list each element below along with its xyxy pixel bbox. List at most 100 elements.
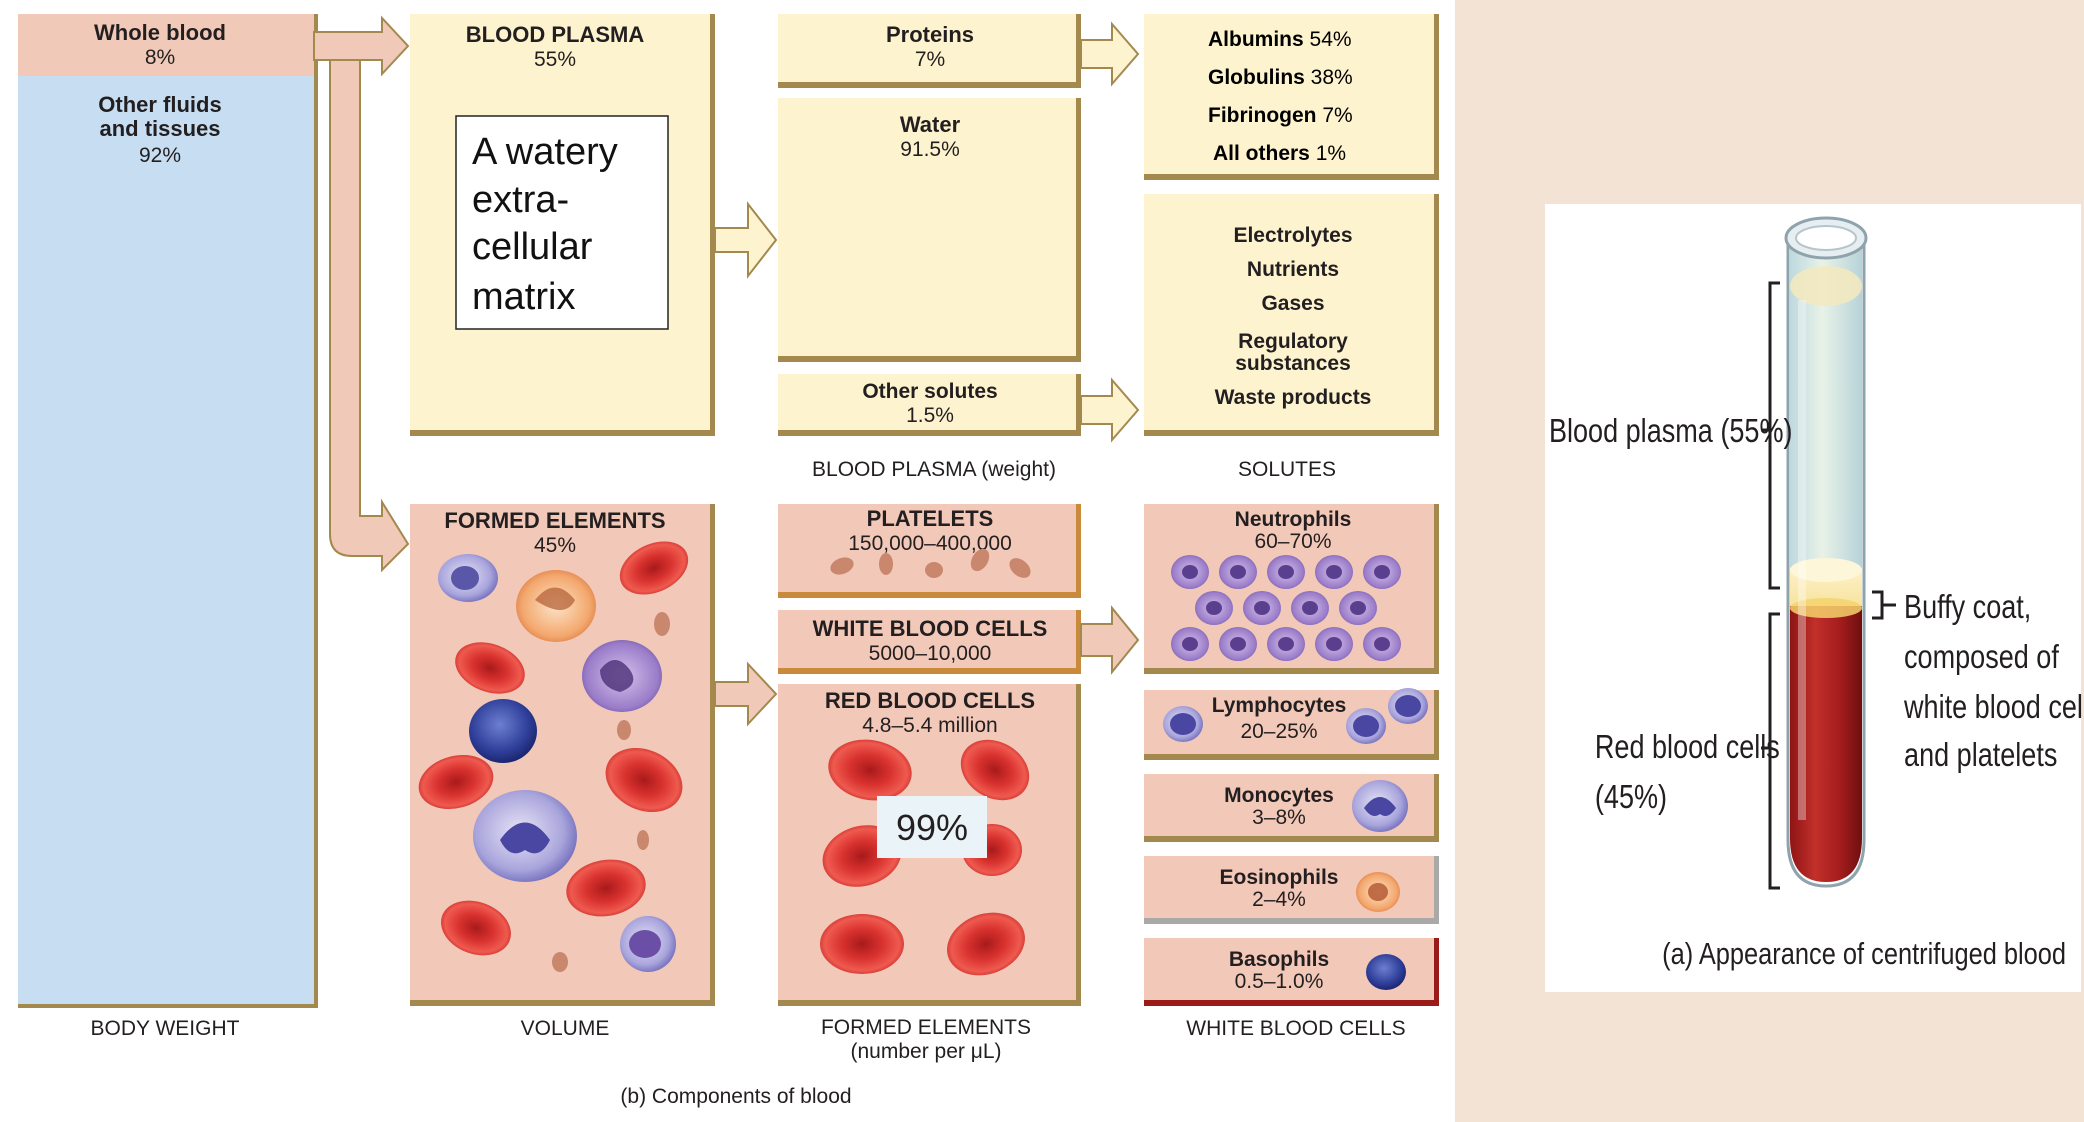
whole-blood-pct: 8% — [145, 46, 175, 69]
buffy-line-2: composed of — [1904, 640, 2059, 676]
formed-arrow — [714, 661, 778, 727]
proteins-arrow — [1080, 21, 1140, 87]
plasma-weight-caption: BLOOD PLASMA (weight) — [812, 458, 1056, 481]
monocytes-range: 3–8% — [1252, 806, 1306, 829]
plasma-pct: 55% — [534, 48, 576, 71]
rbc-share-badge — [877, 796, 987, 858]
protein-fibrinogen: Fibrinogen 7% — [1208, 104, 1353, 127]
solute-gases: Gases — [1261, 292, 1324, 315]
formed-cells-illustration — [418, 541, 689, 972]
blood-plasma-block: BLOOD PLASMA 55% A watery extra- cellula… — [410, 14, 715, 436]
basophils-range: 0.5–1.0% — [1235, 970, 1324, 993]
wbc-arrow — [1080, 605, 1140, 675]
rbc-count: 4.8–5.4 million — [862, 714, 997, 737]
other-fluids-label-2: and tissues — [99, 116, 220, 141]
formed-counts-caption-2: (number per μL) — [851, 1040, 1002, 1063]
wbc-label: WHITE BLOOD CELLS — [813, 616, 1048, 641]
proteins-pct: 7% — [915, 48, 945, 71]
body-weight-column: Whole blood 8% Other fluids and tissues … — [18, 14, 318, 1008]
neutrophil-nucleus — [1254, 601, 1270, 615]
plasma-arrow — [714, 201, 778, 279]
solute-regulatory-1: Regulatory — [1238, 330, 1348, 353]
note-line-4: matrix — [472, 276, 575, 318]
note-line-1: A watery — [472, 131, 618, 173]
neutrophil-cells — [1171, 555, 1401, 661]
formed-counts-caption-1: FORMED ELEMENTS — [821, 1016, 1031, 1039]
neutrophil-nucleus — [1206, 601, 1222, 615]
figure-b-caption: (b) Components of blood — [620, 1085, 851, 1108]
watery-matrix-note — [455, 115, 669, 330]
neutrophil-nucleus — [1278, 637, 1294, 651]
water-pct: 91.5% — [900, 138, 960, 161]
other-solutes-label: Other solutes — [862, 380, 997, 403]
buffy-line-1: Buffy coat, — [1904, 590, 2031, 626]
other-fluids-pct: 92% — [139, 144, 181, 167]
basophil-cell — [1366, 954, 1406, 990]
formed-elements-block: FORMED ELEMENTS 45% — [410, 504, 715, 1006]
neutrophils-label: Neutrophils — [1235, 508, 1352, 531]
neutrophil-nucleus — [1182, 565, 1198, 579]
neutrophil-nucleus — [1230, 637, 1246, 651]
neutrophil-nucleus — [1302, 601, 1318, 615]
whole-blood-label: Whole blood — [94, 20, 226, 45]
other-fluids-block — [18, 76, 314, 1004]
wbc-caption: WHITE BLOOD CELLS — [1186, 1017, 1405, 1040]
plasma-weight-column: Proteins 7% Water 91.5% Other solutes 1.… — [778, 14, 1081, 436]
rbc-label: RED BLOOD CELLS — [825, 688, 1035, 713]
proteins-list-block: Albumins 54% Globulins 38% Fibrinogen 7%… — [1144, 14, 1439, 180]
neutrophil-nucleus — [1326, 565, 1342, 579]
solute-regulatory-2: substances — [1235, 352, 1351, 375]
plasma-title: BLOOD PLASMA — [466, 22, 645, 47]
buffy-line-4: and platelets — [1904, 738, 2057, 774]
tube-brackets — [1761, 281, 1896, 890]
formed-title: FORMED ELEMENTS — [444, 508, 665, 533]
eosinophil-cell — [1356, 872, 1400, 912]
figure-a-caption: (a) Appearance of centrifuged blood — [1662, 937, 2066, 972]
lymphocytes-range: 20–25% — [1240, 720, 1317, 743]
eosinophils-label: Eosinophils — [1219, 866, 1338, 889]
platelet-dots — [830, 548, 1031, 578]
volume-caption: VOLUME — [521, 1017, 610, 1040]
neutrophil-nucleus — [1374, 565, 1390, 579]
solute-waste: Waste products — [1215, 386, 1372, 409]
solutes-arrow — [1080, 377, 1140, 443]
protein-others: All others 1% — [1213, 142, 1346, 165]
water-label: Water — [900, 112, 961, 137]
neutrophils-range: 60–70% — [1254, 530, 1331, 553]
tube-plasma-text: Blood plasma (55%) — [1549, 414, 1793, 450]
platelets-count: 150,000–400,000 — [848, 532, 1012, 555]
tube-labels: Blood plasma (55%) Red blood cells (45%)… — [1549, 414, 2084, 972]
whole-blood-block — [18, 14, 314, 76]
lymphocytes-label: Lymphocytes — [1212, 694, 1347, 717]
note-line-3: cellular — [472, 226, 593, 268]
other-solutes-pct: 1.5% — [906, 404, 954, 427]
neutrophil-nucleus — [1182, 637, 1198, 651]
tube-rbc-label: Red blood cells — [1595, 730, 1780, 766]
whole-blood-arrows — [313, 15, 410, 573]
formed-counts-column: PLATELETS 150,000–400,000 WHITE BLOOD CE… — [778, 504, 1081, 1006]
wbc-count: 5000–10,000 — [869, 642, 992, 665]
neutrophil-nucleus — [1326, 637, 1342, 651]
wbc-types-column: Neutrophils 60–70% Lymphocytes 20–25% Mo… — [1144, 504, 1439, 1006]
proteins-label: Proteins — [886, 22, 974, 47]
solutes-caption: SOLUTES — [1238, 458, 1336, 481]
solute-electrolytes: Electrolytes — [1233, 224, 1352, 247]
lymphocyte-cells — [1163, 688, 1428, 744]
protein-globulins: Globulins 38% — [1208, 66, 1353, 89]
eosinophils-range: 2–4% — [1252, 888, 1306, 911]
neutrophil-nucleus — [1350, 601, 1366, 615]
formed-pct: 45% — [534, 534, 576, 557]
protein-albumins: Albumins 54% — [1208, 28, 1352, 51]
centrifuge-tube — [1784, 216, 1868, 888]
solute-nutrients: Nutrients — [1247, 258, 1339, 281]
neutrophil-nucleus — [1374, 637, 1390, 651]
monocyte-cell — [1352, 780, 1408, 832]
neutrophil-nucleus — [1230, 565, 1246, 579]
neutrophil-nucleus — [1278, 565, 1294, 579]
tube-rbc-pct: (45%) — [1595, 780, 1667, 816]
buffy-line-3: white blood cells — [1903, 690, 2084, 726]
note-line-2: extra- — [472, 179, 569, 221]
solutes-list-block: Electrolytes Nutrients Gases Regulatory … — [1144, 194, 1439, 436]
other-fluids-label-1: Other fluids — [98, 92, 221, 117]
